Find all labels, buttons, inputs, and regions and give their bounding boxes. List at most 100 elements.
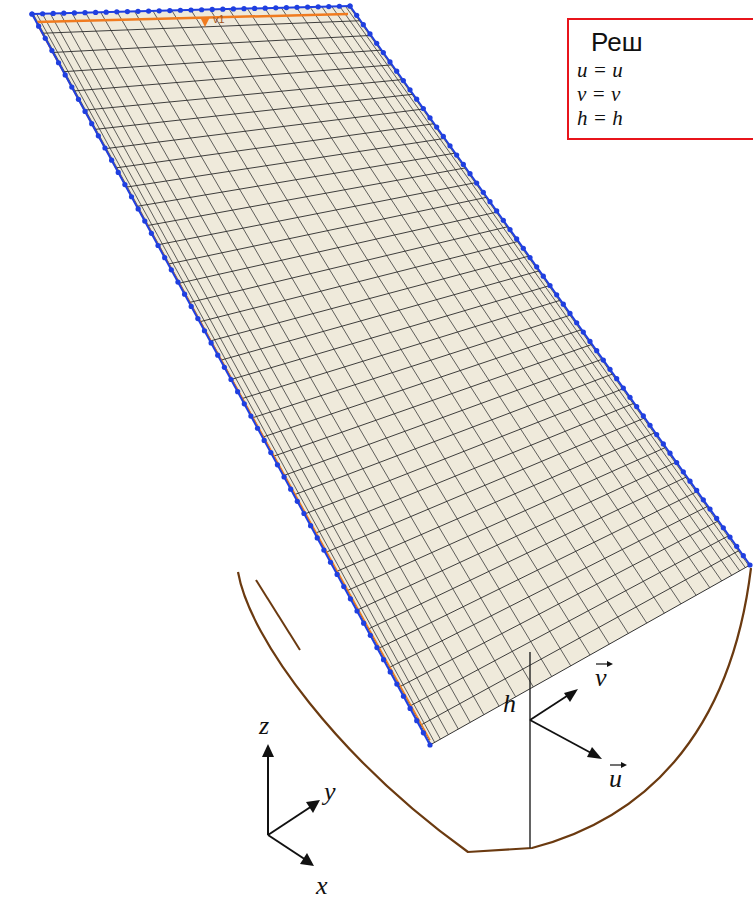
- boundary-dot: [494, 208, 499, 213]
- mesh-line: [336, 433, 656, 572]
- arrowhead: [300, 853, 314, 866]
- boundary-dot: [242, 401, 247, 406]
- boundary-dot: [441, 134, 446, 139]
- boundary-dot: [284, 5, 289, 10]
- boundary-dot: [188, 7, 193, 12]
- inflow-line: [36, 14, 348, 22]
- depth-line: [529, 652, 530, 848]
- boundary-dot: [727, 534, 732, 539]
- vector-label: v: [595, 664, 607, 692]
- boundary-dot: [189, 304, 194, 309]
- boundary-dot: [461, 162, 466, 167]
- boundary-dot: [554, 292, 559, 297]
- boundary-dot: [155, 243, 160, 248]
- boundary-dot: [328, 560, 333, 565]
- boundary-dot: [514, 236, 519, 241]
- boundary-dot: [374, 645, 379, 650]
- boundary-dot: [49, 48, 54, 53]
- mesh-line: [168, 197, 487, 264]
- boundary-dot: [316, 4, 321, 9]
- boundary-dot: [93, 10, 98, 15]
- boundary-dot: [122, 182, 127, 187]
- solution-box: Решu = uv = vh = h: [567, 18, 753, 140]
- vector-label: u: [609, 765, 622, 793]
- mesh-line: [53, 35, 371, 52]
- arrowhead: [262, 744, 274, 757]
- mesh-line: [172, 10, 571, 665]
- mesh-line: [147, 168, 466, 226]
- boundary-dot: [707, 507, 712, 512]
- bank-line: [256, 580, 300, 650]
- boundary-dot: [534, 264, 539, 269]
- boundary-dot: [178, 8, 183, 13]
- boundary-dot: [614, 376, 619, 381]
- boundary-dot: [401, 694, 406, 699]
- mesh-line: [241, 300, 560, 399]
- equation: h = h: [577, 106, 753, 130]
- mesh-edge: [430, 565, 750, 745]
- vector-accent: [607, 661, 613, 667]
- mesh-line: [420, 550, 740, 725]
- mesh-line: [325, 418, 644, 553]
- boundary-dot: [547, 283, 552, 288]
- boundary-dot: [687, 479, 692, 484]
- boundary-dot: [241, 6, 246, 11]
- boundary-dot: [634, 404, 639, 409]
- mesh-line: [191, 10, 590, 655]
- boundary-dot: [335, 572, 340, 577]
- mesh-line: [399, 521, 719, 687]
- boundary-dot: [447, 143, 452, 148]
- boundary-dot: [305, 4, 310, 9]
- u-vector: [530, 720, 593, 754]
- boundary-dot: [474, 180, 479, 185]
- boundary-dot: [321, 547, 326, 552]
- boundary-dot: [157, 8, 162, 13]
- boundary-dot: [29, 11, 34, 16]
- boundary-dot: [627, 395, 632, 400]
- boundary-dot: [146, 8, 151, 13]
- boundary-dot: [182, 292, 187, 297]
- mesh-line: [262, 330, 581, 438]
- boundary-dot: [381, 50, 386, 55]
- boundary-dot: [454, 152, 459, 157]
- boundary-dot: [135, 9, 140, 14]
- boundary-dot: [667, 451, 672, 456]
- boundary-dot: [82, 109, 87, 114]
- boundary-dot: [56, 60, 61, 65]
- boundary-dot: [82, 10, 87, 15]
- boundary-dot: [252, 6, 257, 11]
- boundary-dot: [116, 170, 121, 175]
- boundary-dot: [467, 171, 472, 176]
- mesh-line: [158, 183, 477, 245]
- boundary-dot: [621, 385, 626, 390]
- mesh-line: [304, 388, 623, 514]
- mesh-line: [84, 80, 402, 111]
- boundary-dot: [408, 706, 413, 711]
- boundary-dot: [527, 255, 532, 260]
- boundary-dot: [63, 72, 68, 77]
- z-axis: [267, 752, 269, 835]
- boundary-dot: [421, 730, 426, 735]
- boundary-dot: [175, 279, 180, 284]
- boundary-dot: [149, 231, 154, 236]
- boundary-dot: [721, 525, 726, 530]
- boundary-dot: [273, 5, 278, 10]
- mesh-line: [42, 21, 360, 34]
- boundary-dot: [263, 6, 268, 11]
- mesh-line: [105, 109, 423, 149]
- boundary-dot: [347, 3, 352, 8]
- depth-label: h: [503, 690, 516, 718]
- boundary-dot: [326, 4, 331, 9]
- boundary-dot: [36, 24, 41, 29]
- boundary-dot: [281, 474, 286, 479]
- boundary-line: [32, 14, 430, 745]
- boundary-dot: [521, 246, 526, 251]
- boundary-dot: [507, 227, 512, 232]
- mesh-line: [153, 11, 552, 677]
- boundary-dot: [574, 320, 579, 325]
- boundary-dot: [209, 340, 214, 345]
- mesh-line: [74, 65, 392, 91]
- boundary-dot: [29, 11, 34, 16]
- boundary-dot: [414, 97, 419, 102]
